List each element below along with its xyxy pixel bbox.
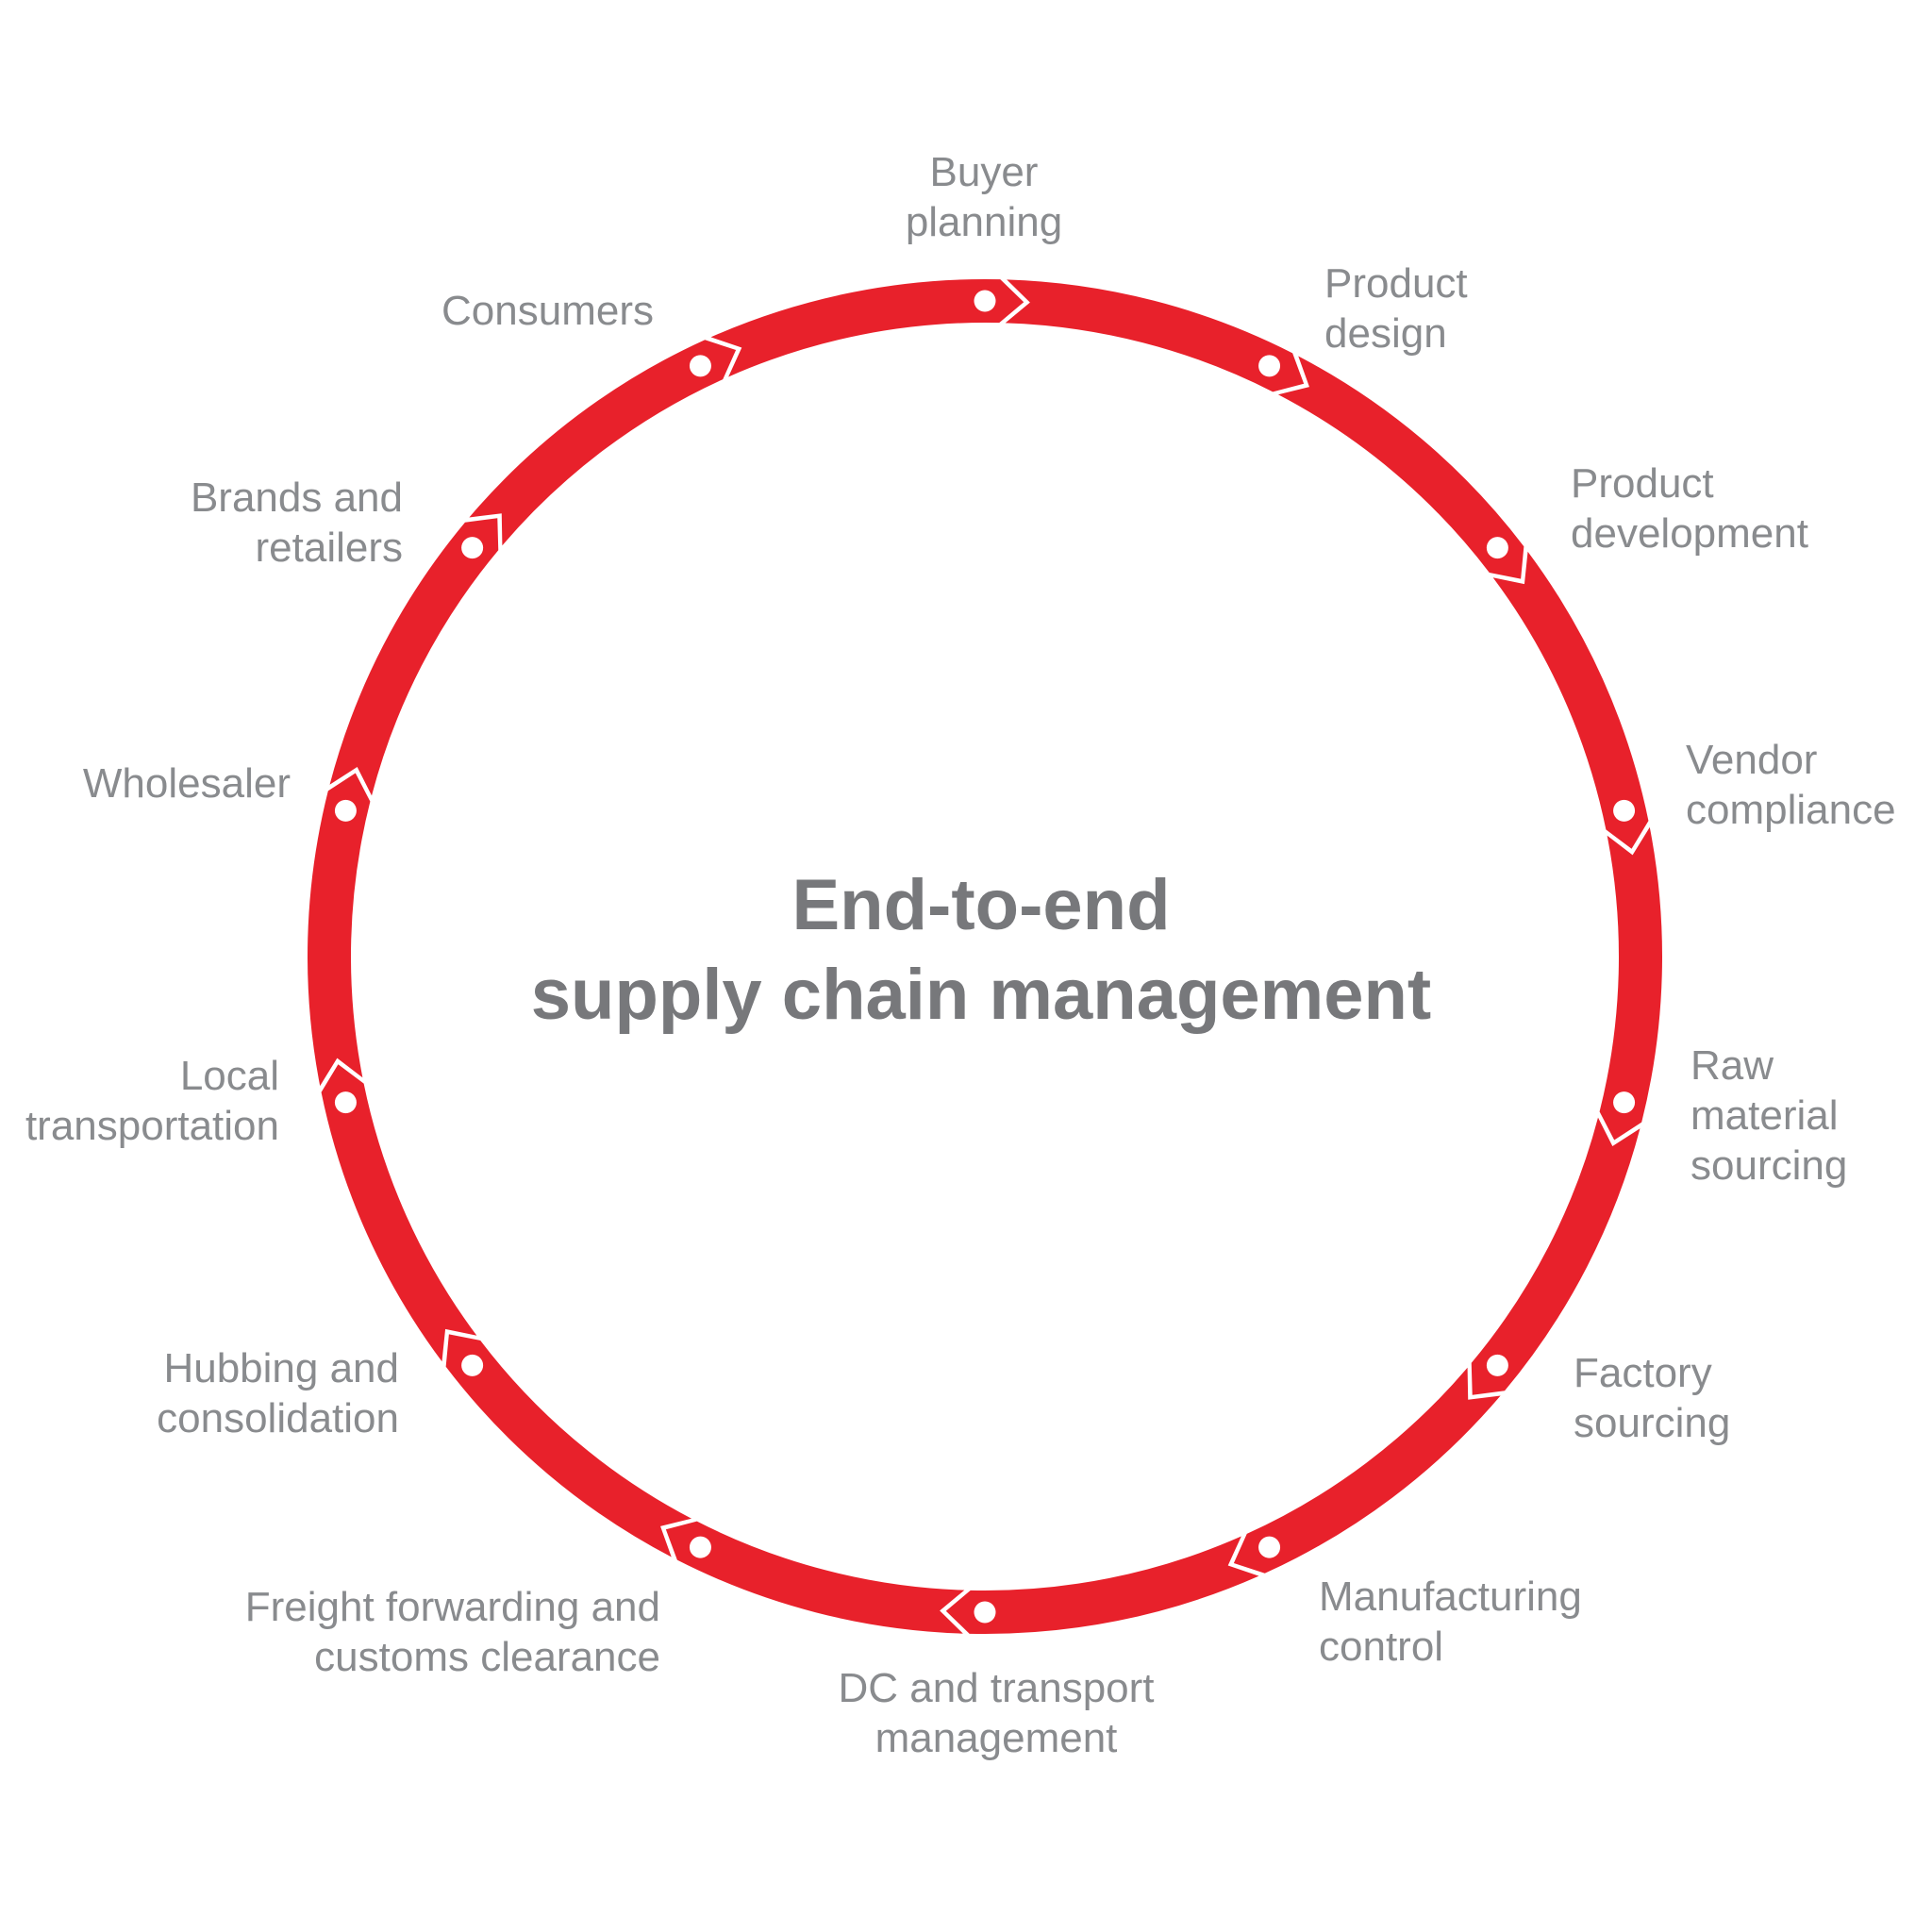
ring-segment [1233,1367,1501,1574]
title-line-1: End-to-end [791,865,1171,945]
junction-dot [1486,1354,1508,1376]
segment-label: Wholesaler [83,758,291,808]
segment-label-line: development [1571,510,1808,557]
segment-label-line: Raw [1690,1042,1774,1089]
segment-label-line: Buyer [929,149,1039,195]
ring-segment [1471,1117,1641,1395]
segment-label-line: Wholesaler [82,760,291,807]
junction-dot [689,355,711,377]
segment-label-line: planning [905,199,1063,245]
ring-segment [469,340,737,546]
segment-label-line: Vendor [1686,737,1818,783]
segment-label-line: material [1690,1092,1839,1139]
title-line-2: supply chain management [530,955,1432,1035]
junction-dots [334,290,1636,1624]
segment-label-line: management [874,1715,1118,1761]
segment-label-line: control [1319,1624,1444,1670]
segment-label-line: compliance [1686,787,1896,833]
ring-segment [329,518,499,796]
segment-label-line: Consumers [441,288,654,334]
segment-label-line: Factory [1574,1350,1712,1396]
ring-segment [1492,551,1649,849]
segment-label-line: consolidation [157,1395,399,1441]
junction-dot [974,290,996,312]
junction-dot [461,1354,484,1376]
segment-label-line: Brands and [190,475,403,521]
junction-dot [1613,1091,1636,1114]
junction-dot [689,1536,711,1558]
segment-label-line: transportation [25,1103,279,1149]
ring-segment [945,1536,1259,1635]
segment-label-line: Local [179,1053,279,1099]
segment-label-line: sourcing [1574,1400,1731,1446]
ring-segment [1277,356,1524,579]
ring-segment [1005,279,1305,392]
junction-dot [1258,355,1281,377]
ring-segment [445,1334,692,1557]
segment-label: Consumers [441,286,654,336]
segment-label-line: sourcing [1690,1142,1848,1189]
ring-segment [1599,826,1662,1141]
segment-label-line: Freight forwarding and [244,1584,660,1630]
segment-label-line: Product [1324,260,1468,307]
junction-dot [334,799,357,822]
junction-dot [334,1091,357,1114]
segment-label-line: Manufacturing [1319,1574,1582,1620]
segment-label-line: customs clearance [314,1634,660,1680]
junction-dot [1258,1536,1281,1558]
segment-label-line: DC and transport [838,1665,1155,1711]
ring-segment [665,1521,965,1634]
junction-dot [461,537,484,559]
segment-label-line: Hubbing and [163,1345,399,1391]
ring-segment [710,278,1024,377]
segment-label-line: Product [1571,460,1714,507]
ring-segment [308,773,371,1087]
junction-dot [1486,537,1508,559]
segment-label-line: design [1324,310,1447,357]
junction-dot [1613,799,1636,822]
diagram-title: End-to-end supply chain management [531,860,1431,1040]
segment-label-line: retailers [255,525,404,571]
ring-segments [308,278,1662,1635]
junction-dot [974,1601,996,1624]
ring-segment [321,1064,477,1362]
